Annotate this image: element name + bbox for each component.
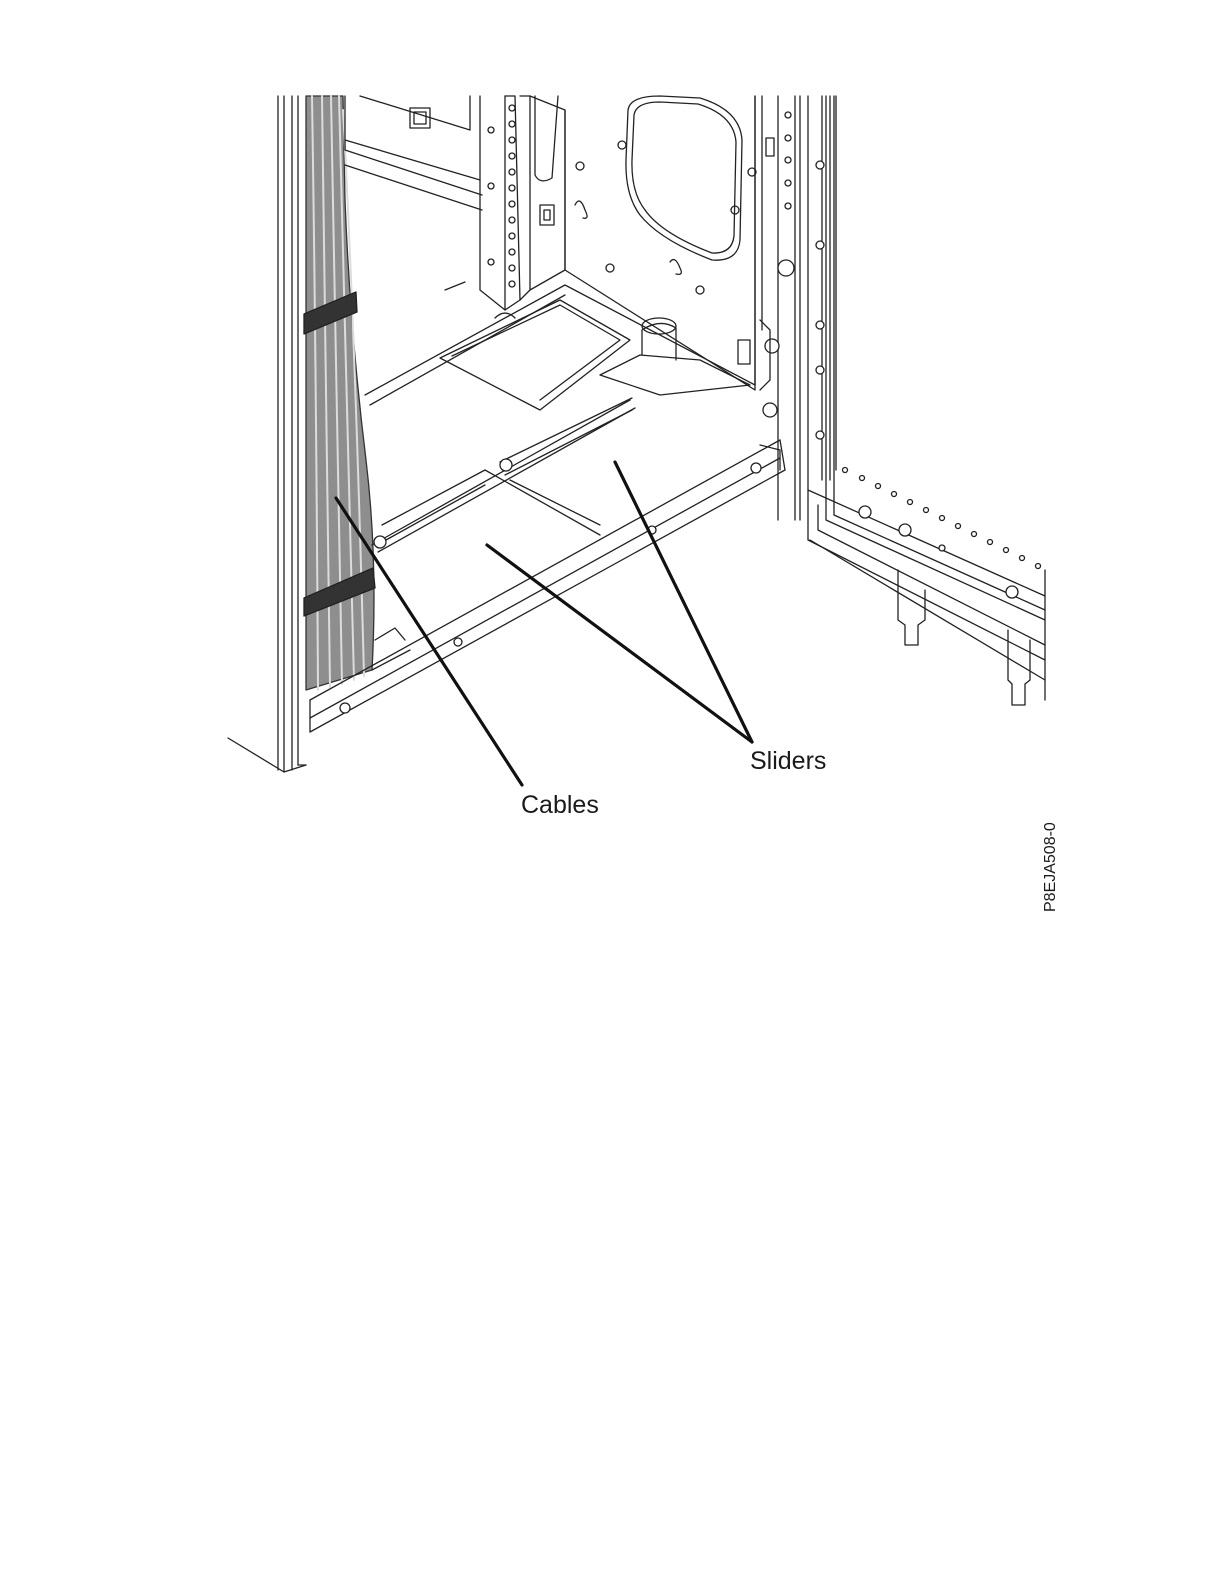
- rear-top-bracket: [345, 96, 482, 210]
- sliders-leader-1: [487, 545, 752, 742]
- cable-bundle: [304, 96, 375, 690]
- sliders-label: Sliders: [750, 747, 826, 776]
- right-frame-rail: [738, 96, 836, 520]
- callout-leaders: [336, 462, 752, 785]
- sliders-leader-2: [615, 462, 752, 742]
- left-frame-post: [228, 96, 306, 772]
- cables-label: Cables: [521, 791, 599, 820]
- figure-id-label: P8EJA508-0: [1042, 822, 1060, 912]
- rack-base: [365, 282, 755, 410]
- center-rail: [480, 96, 565, 310]
- rack-door: [808, 96, 1045, 705]
- rear-panel: [565, 96, 756, 390]
